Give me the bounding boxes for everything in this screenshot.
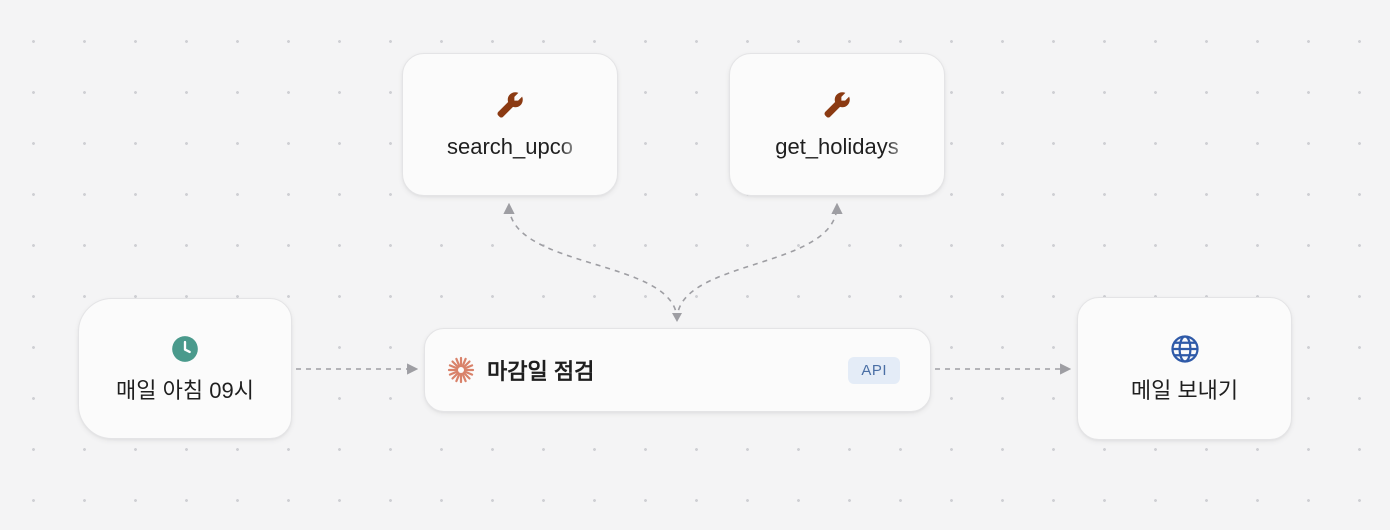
trigger-node-schedule[interactable]: 매일 아침 09시 xyxy=(78,298,292,439)
trigger-node-label: 매일 아침 09시 xyxy=(116,377,254,403)
output-node-label: 메일 보내기 xyxy=(1130,377,1239,403)
api-badge: API xyxy=(848,356,900,384)
edge-agent-to-tool-2 xyxy=(676,202,843,321)
wrench-icon xyxy=(822,90,852,120)
edge-agent-to-tool-1 xyxy=(503,202,678,321)
output-node-send-mail[interactable]: 메일 보내기 xyxy=(1077,297,1292,440)
tool-node-label: get_holidays xyxy=(775,133,899,159)
clock-icon xyxy=(170,334,200,364)
sparkle-icon xyxy=(447,356,475,384)
tool-node-get-holidays[interactable]: get_holidays xyxy=(729,53,945,196)
agent-node-label: 마감일 점검 xyxy=(487,359,595,384)
tool-node-label: search_upco xyxy=(447,133,573,159)
agent-node[interactable]: 마감일 점검 API xyxy=(424,328,931,412)
edge-junction-marker xyxy=(672,313,682,322)
globe-icon xyxy=(1170,334,1200,364)
wrench-icon xyxy=(495,90,525,120)
tool-node-search-upcoming[interactable]: search_upco xyxy=(402,53,618,196)
